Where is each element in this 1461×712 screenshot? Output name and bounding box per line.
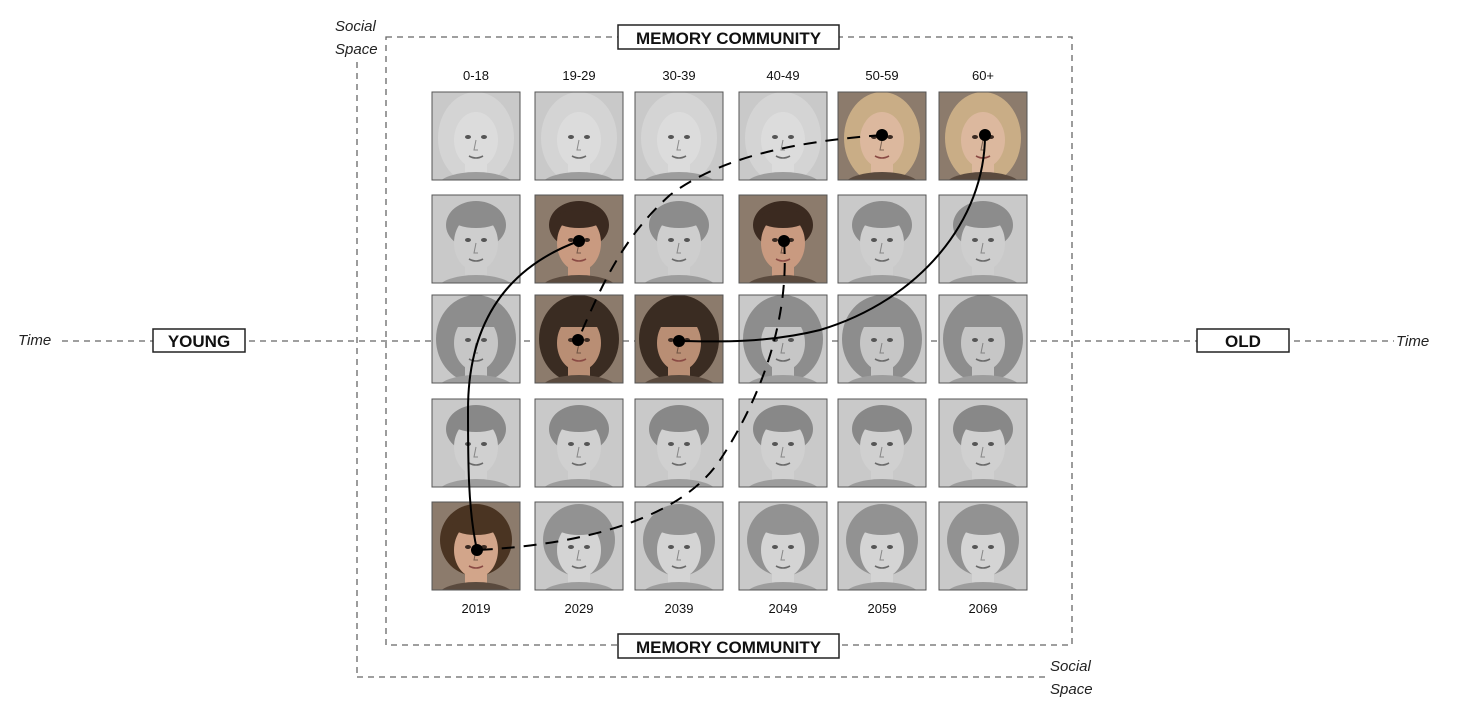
face-portrait bbox=[938, 194, 1028, 284]
svg-text:Space: Space bbox=[335, 41, 378, 58]
age-group-label: 60+ bbox=[972, 68, 994, 83]
point-row1-col6 bbox=[979, 129, 991, 141]
face-portrait bbox=[431, 294, 521, 384]
point-row1-col5 bbox=[876, 129, 888, 141]
face-portrait bbox=[634, 194, 724, 284]
face-portrait bbox=[938, 91, 1028, 181]
face-portrait bbox=[738, 398, 828, 488]
face-portrait bbox=[938, 294, 1028, 384]
old-label-box: OLD bbox=[1196, 328, 1290, 353]
year-label: 2059 bbox=[868, 601, 897, 616]
point-row5-col1 bbox=[471, 544, 483, 556]
face-portrait bbox=[534, 194, 624, 284]
face-portrait bbox=[738, 294, 828, 384]
social-space-label-bottom: Social Space bbox=[1050, 658, 1093, 698]
face-portrait bbox=[431, 194, 521, 284]
age-group-label: 50-59 bbox=[865, 68, 898, 83]
svg-text:Social: Social bbox=[1050, 658, 1092, 675]
svg-text:YOUNG: YOUNG bbox=[168, 332, 230, 351]
point-row2-col2 bbox=[573, 235, 585, 247]
face-portrait bbox=[534, 398, 624, 488]
time-label-left: Time bbox=[18, 332, 51, 349]
face-portrait bbox=[634, 294, 724, 384]
path-solid-right bbox=[678, 134, 986, 343]
face-portrait bbox=[837, 194, 927, 284]
face-portrait bbox=[738, 501, 828, 591]
memory-community-label-top: MEMORY COMMUNITY bbox=[617, 24, 840, 50]
age-group-label: 0-18 bbox=[463, 68, 489, 83]
time-label-right: Time bbox=[1396, 333, 1429, 350]
face-portrait bbox=[837, 501, 927, 591]
face-grid bbox=[431, 91, 1028, 591]
face-portrait bbox=[634, 501, 724, 591]
face-portrait bbox=[534, 501, 624, 591]
face-portrait bbox=[431, 501, 521, 591]
memory-paths bbox=[466, 134, 986, 551]
memory-points bbox=[471, 129, 991, 556]
svg-text:OLD: OLD bbox=[1225, 332, 1261, 351]
svg-text:Space: Space bbox=[1050, 681, 1093, 698]
age-group-label: 19-29 bbox=[562, 68, 595, 83]
age-group-headers: 0-18 19-29 30-39 40-49 50-59 60+ bbox=[463, 68, 994, 83]
social-space-label-top: Social Space bbox=[335, 18, 378, 58]
face-portrait bbox=[938, 501, 1028, 591]
year-label: 2069 bbox=[969, 601, 998, 616]
svg-text:MEMORY COMMUNITY: MEMORY COMMUNITY bbox=[636, 638, 822, 657]
svg-text:MEMORY COMMUNITY: MEMORY COMMUNITY bbox=[636, 29, 822, 48]
face-portrait bbox=[738, 91, 828, 181]
face-portrait bbox=[837, 398, 927, 488]
face-portrait bbox=[431, 91, 521, 181]
svg-text:Social: Social bbox=[335, 18, 377, 35]
face-portrait bbox=[431, 398, 521, 488]
point-row2-col4 bbox=[778, 235, 790, 247]
face-portrait bbox=[837, 294, 927, 384]
point-row3-col3 bbox=[673, 335, 685, 347]
face-portrait bbox=[534, 91, 624, 181]
face-portrait bbox=[634, 398, 724, 488]
age-group-label: 30-39 bbox=[662, 68, 695, 83]
face-portrait bbox=[534, 294, 624, 384]
year-label: 2029 bbox=[565, 601, 594, 616]
path-dashed-bottom bbox=[476, 240, 786, 551]
year-label: 2049 bbox=[769, 601, 798, 616]
path-dashed-top bbox=[577, 134, 883, 341]
face-portrait bbox=[938, 398, 1028, 488]
year-label: 2019 bbox=[462, 601, 491, 616]
young-label-box: YOUNG bbox=[152, 328, 246, 353]
year-label: 2039 bbox=[665, 601, 694, 616]
point-row3-col2 bbox=[572, 334, 584, 346]
path-solid-left bbox=[466, 240, 580, 551]
memory-community-label-bottom: MEMORY COMMUNITY bbox=[617, 633, 840, 659]
face-portrait bbox=[634, 91, 724, 181]
year-labels: 2019 2029 2039 2049 2059 2069 bbox=[462, 601, 998, 616]
face-portrait bbox=[837, 91, 927, 181]
age-group-label: 40-49 bbox=[766, 68, 799, 83]
